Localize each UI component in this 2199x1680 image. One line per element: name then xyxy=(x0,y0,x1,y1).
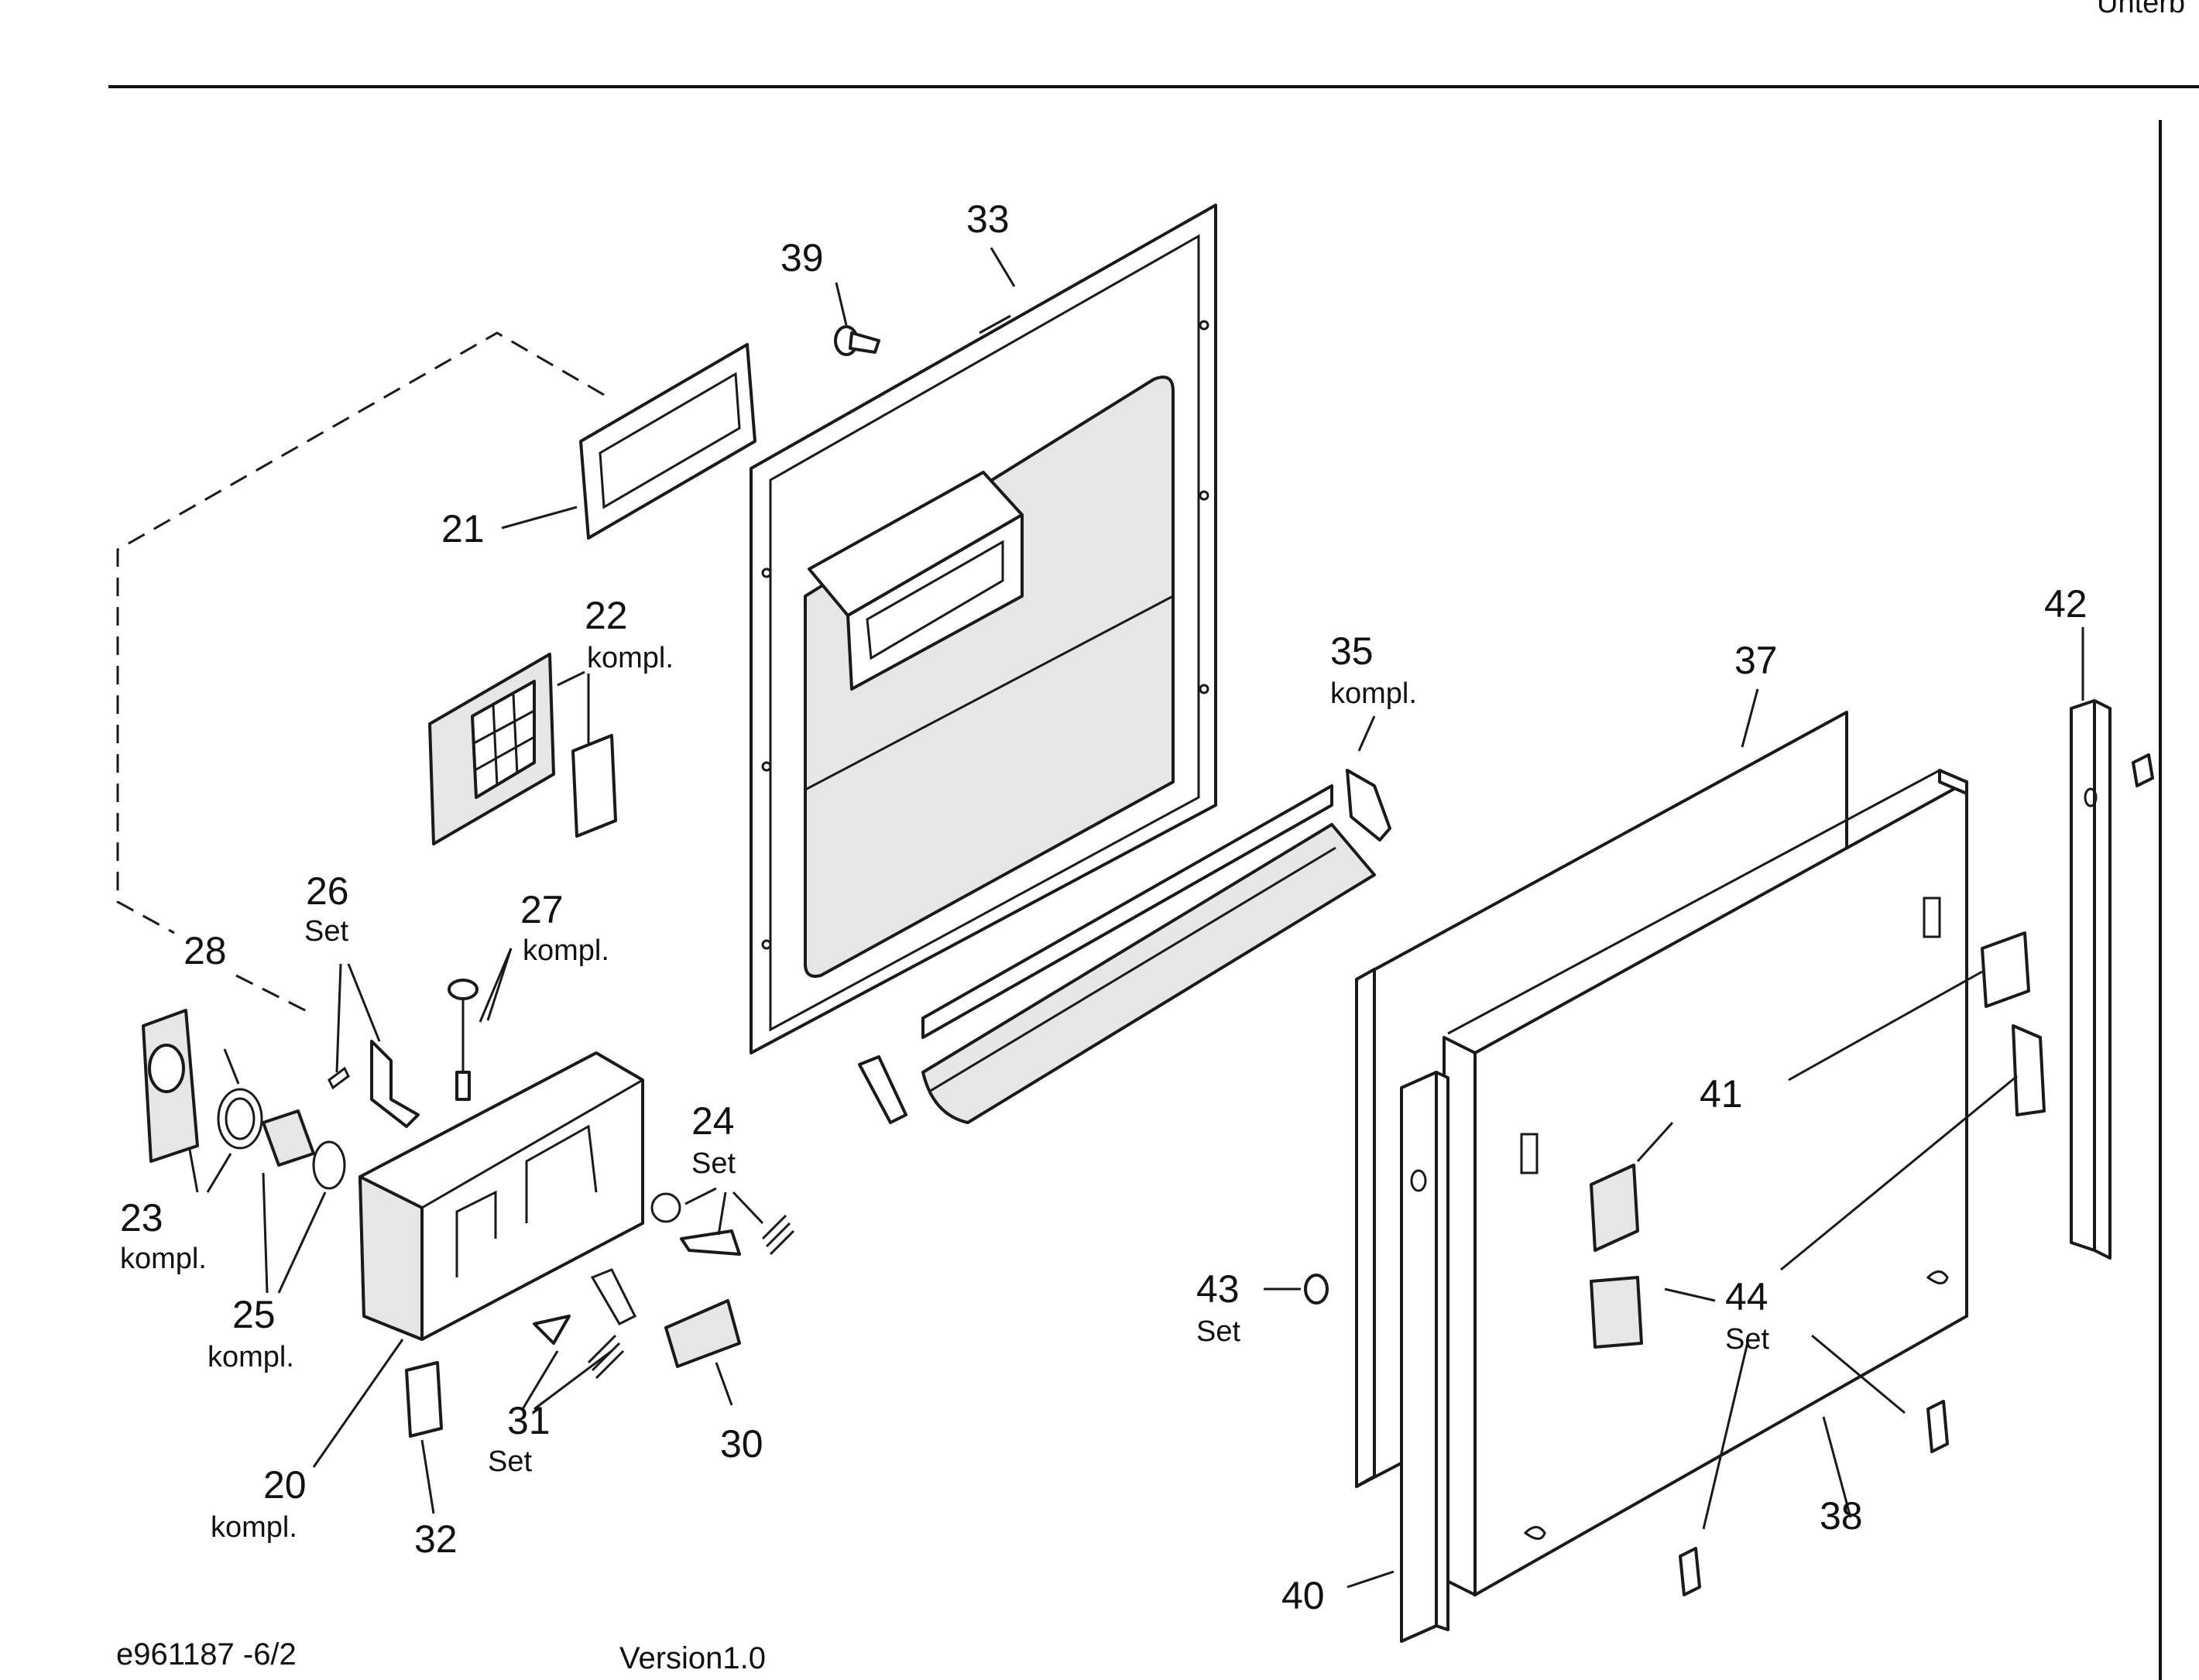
screw-part xyxy=(834,325,880,356)
svg-text:Set: Set xyxy=(691,1147,736,1180)
clip-part xyxy=(1346,769,1391,842)
side-rail-part xyxy=(1400,1071,1449,1643)
clip-set-part xyxy=(1590,1276,1949,1596)
bracket-part xyxy=(405,1361,443,1438)
svg-text:25: 25 xyxy=(232,1293,276,1336)
svg-text:33: 33 xyxy=(966,197,1010,241)
callout-30: 30 xyxy=(720,1422,763,1466)
svg-text:27: 27 xyxy=(520,888,564,931)
callout-26: 26 Set xyxy=(304,869,349,948)
svg-text:43: 43 xyxy=(1196,1267,1240,1311)
callout-35: 35 kompl. xyxy=(1330,629,1417,710)
svg-text:30: 30 xyxy=(720,1422,763,1466)
svg-text:21: 21 xyxy=(441,507,485,550)
callout-25: 25 kompl. xyxy=(208,1293,294,1373)
svg-text:32: 32 xyxy=(414,1517,458,1561)
callout-24: 24 Set xyxy=(691,1099,736,1180)
svg-text:kompl.: kompl. xyxy=(120,1243,207,1275)
rod-assembly-part xyxy=(448,979,479,1101)
callout-43: 43 Set xyxy=(1196,1267,1240,1348)
svg-text:38: 38 xyxy=(1820,1494,1863,1538)
dispenser-lid-part xyxy=(428,653,617,845)
svg-text:37: 37 xyxy=(1734,639,1778,682)
svg-text:44: 44 xyxy=(1725,1275,1768,1318)
svg-text:35: 35 xyxy=(1330,629,1374,673)
side-rail-right-part xyxy=(2070,699,2154,1260)
dashed-link-28-26 xyxy=(235,974,310,1014)
switch-part xyxy=(664,1299,741,1368)
callout-41: 41 xyxy=(1700,1072,1743,1116)
door-trim-strips xyxy=(858,784,1376,1124)
dispenser-body-part xyxy=(358,1051,644,1341)
callout-42: 42 xyxy=(2044,582,2088,626)
hinge-bracket-part xyxy=(1590,931,2046,1252)
leader-lines xyxy=(188,247,2084,1589)
svg-text:26: 26 xyxy=(306,869,349,913)
svg-text:Set: Set xyxy=(304,915,348,948)
svg-text:Set: Set xyxy=(1725,1323,1769,1356)
callout-20: 20 kompl. xyxy=(211,1463,307,1544)
svg-text:kompl.: kompl. xyxy=(1330,677,1417,710)
svg-text:20: 20 xyxy=(263,1463,307,1507)
svg-text:23: 23 xyxy=(120,1196,163,1239)
spring-lever-set-part xyxy=(533,1268,637,1380)
callout-32: 32 xyxy=(414,1517,458,1561)
callout-39: 39 xyxy=(780,236,824,279)
svg-text:42: 42 xyxy=(2044,582,2088,626)
plug-part xyxy=(1304,1274,1329,1305)
callout-23: 23 kompl. xyxy=(120,1196,207,1275)
lever-set-part xyxy=(650,1192,795,1256)
svg-text:41: 41 xyxy=(1700,1072,1743,1116)
svg-text:39: 39 xyxy=(780,236,824,279)
svg-text:40: 40 xyxy=(1281,1574,1325,1617)
header-corner-text: Unterb xyxy=(2097,0,2185,19)
svg-text:kompl.: kompl. xyxy=(523,934,609,967)
svg-text:31: 31 xyxy=(507,1399,551,1442)
callout-27: 27 kompl. xyxy=(520,888,609,967)
callout-28: 28 xyxy=(184,929,227,972)
svg-text:kompl.: kompl. xyxy=(208,1341,294,1373)
footer-drawing-number: e961187 -6/2 xyxy=(116,1637,297,1671)
inner-door-part xyxy=(750,204,1217,1054)
callout-44: 44 Set xyxy=(1725,1275,1769,1356)
callout-31: 31 Set xyxy=(488,1399,551,1478)
dashed-assembly-outline xyxy=(116,331,605,934)
svg-text:kompl.: kompl. xyxy=(211,1511,297,1544)
svg-text:22: 22 xyxy=(585,594,628,637)
svg-text:kompl.: kompl. xyxy=(587,642,674,674)
callout-33: 33 xyxy=(966,197,1010,241)
svg-text:Set: Set xyxy=(488,1445,532,1478)
callout-22: 22 kompl. xyxy=(585,594,674,674)
outer-door-panel-part xyxy=(1443,769,1968,1596)
svg-text:28: 28 xyxy=(184,929,227,972)
button-cover-part xyxy=(142,1009,199,1163)
callout-37: 37 xyxy=(1734,639,1778,682)
svg-text:24: 24 xyxy=(691,1099,735,1143)
dispenser-gasket-frame xyxy=(579,343,756,540)
footer-version: Version1.0 xyxy=(619,1641,766,1675)
callout-38: 38 xyxy=(1820,1494,1863,1538)
spring-set-part xyxy=(328,1040,420,1128)
callout-21: 21 xyxy=(441,507,485,550)
svg-text:Set: Set xyxy=(1196,1315,1240,1348)
callout-40: 40 xyxy=(1281,1574,1325,1617)
valve-part xyxy=(262,1109,346,1190)
ring-seal-part xyxy=(217,1088,263,1150)
